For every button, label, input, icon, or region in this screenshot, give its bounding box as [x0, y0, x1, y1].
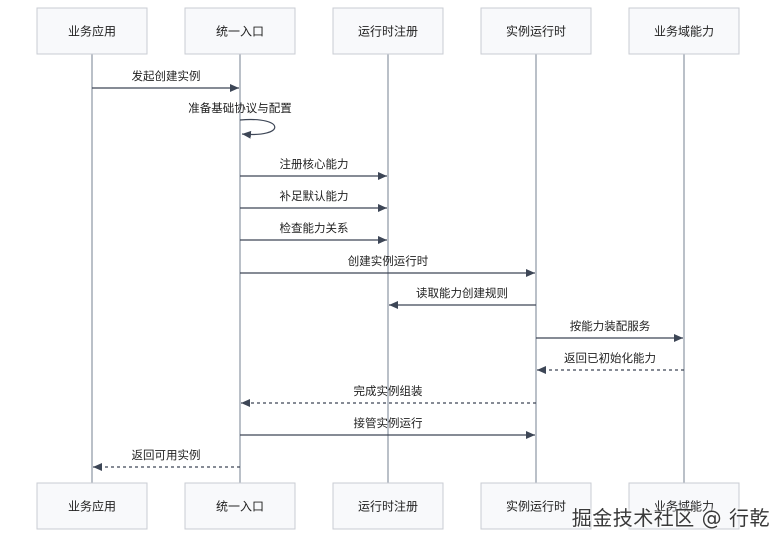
actor-box [332, 7, 444, 55]
actor-box [628, 482, 740, 530]
actor-label: 实例运行时 [506, 24, 566, 39]
actor-label: 业务域能力 [654, 24, 714, 39]
actor-top-3: 运行时注册 [332, 7, 444, 55]
actor-label: 运行时注册 [358, 499, 418, 514]
message-label: 接管实例运行 [354, 416, 423, 430]
message-label: 返回已初始化能力 [564, 351, 656, 365]
actor-label: 业务应用 [68, 499, 116, 514]
actor-bottom-5: 业务域能力 [628, 482, 740, 530]
actor-box [184, 482, 296, 530]
message-11: 接管实例运行 [240, 416, 535, 439]
message-9: 返回已初始化能力 [537, 351, 684, 374]
message-5: 检查能力关系 [240, 221, 387, 244]
message-label: 检查能力关系 [280, 221, 349, 235]
message-12: 返回可用实例 [93, 448, 240, 471]
message-7: 读取能力创建规则 [389, 286, 536, 309]
message-8: 按能力装配服务 [536, 319, 683, 342]
self-message-arrow [239, 118, 276, 139]
actor-top-1: 业务应用 [36, 7, 148, 55]
actor-top-4: 实例运行时 [480, 7, 592, 55]
message-2: 准备基础协议与配置 [188, 101, 292, 139]
message-label: 返回可用实例 [132, 448, 201, 462]
message-label: 完成实例组装 [354, 384, 423, 398]
actor-top-5: 业务域能力 [628, 7, 740, 55]
message-label: 补足默认能力 [280, 189, 349, 203]
message-10: 完成实例组装 [241, 384, 536, 407]
actor-box [184, 7, 296, 55]
actor-top-2: 统一入口 [184, 7, 296, 55]
actor-label: 实例运行时 [506, 499, 566, 514]
message-label: 注册核心能力 [280, 157, 349, 171]
actor-bottom-4: 实例运行时 [480, 482, 592, 530]
actor-label: 运行时注册 [358, 24, 418, 39]
actor-box [480, 482, 592, 530]
actor-label: 统一入口 [216, 500, 264, 514]
actor-box [36, 482, 148, 530]
message-label: 准备基础协议与配置 [188, 101, 292, 115]
message-label: 读取能力创建规则 [416, 286, 508, 300]
message-4: 补足默认能力 [240, 189, 387, 212]
message-6: 创建实例运行时 [240, 254, 535, 277]
actor-bottom-2: 统一入口 [184, 482, 296, 530]
actor-bottom-1: 业务应用 [36, 482, 148, 530]
message-label: 按能力装配服务 [570, 319, 651, 333]
message-label: 创建实例运行时 [348, 254, 429, 268]
message-1: 发起创建实例 [92, 69, 239, 92]
actor-label: 业务域能力 [654, 499, 714, 514]
actor-box [36, 7, 148, 55]
watermark-text: 掘金技术社区 @ 行乾 [571, 506, 770, 530]
message-label: 发起创建实例 [132, 69, 201, 83]
actor-label: 统一入口 [216, 25, 264, 39]
actor-bottom-3: 运行时注册 [332, 482, 444, 530]
actor-label: 业务应用 [68, 24, 116, 39]
message-3: 注册核心能力 [240, 157, 387, 180]
actor-box [480, 7, 592, 55]
actor-box [332, 482, 444, 530]
actor-box [628, 7, 740, 55]
